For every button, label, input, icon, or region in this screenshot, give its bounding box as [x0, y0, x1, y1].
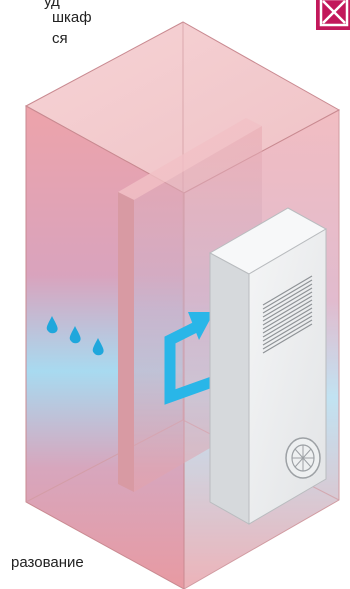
caption-line-3: ся [52, 29, 68, 49]
fan-icon [286, 438, 320, 478]
caption-line-2: шкаф [52, 8, 92, 28]
caption-bottom: разование [11, 554, 84, 571]
panel-side [118, 192, 134, 492]
no-cross-icon [316, 0, 350, 30]
unit-front [249, 229, 326, 524]
unit-side [210, 253, 249, 524]
cooling-unit [210, 208, 326, 524]
